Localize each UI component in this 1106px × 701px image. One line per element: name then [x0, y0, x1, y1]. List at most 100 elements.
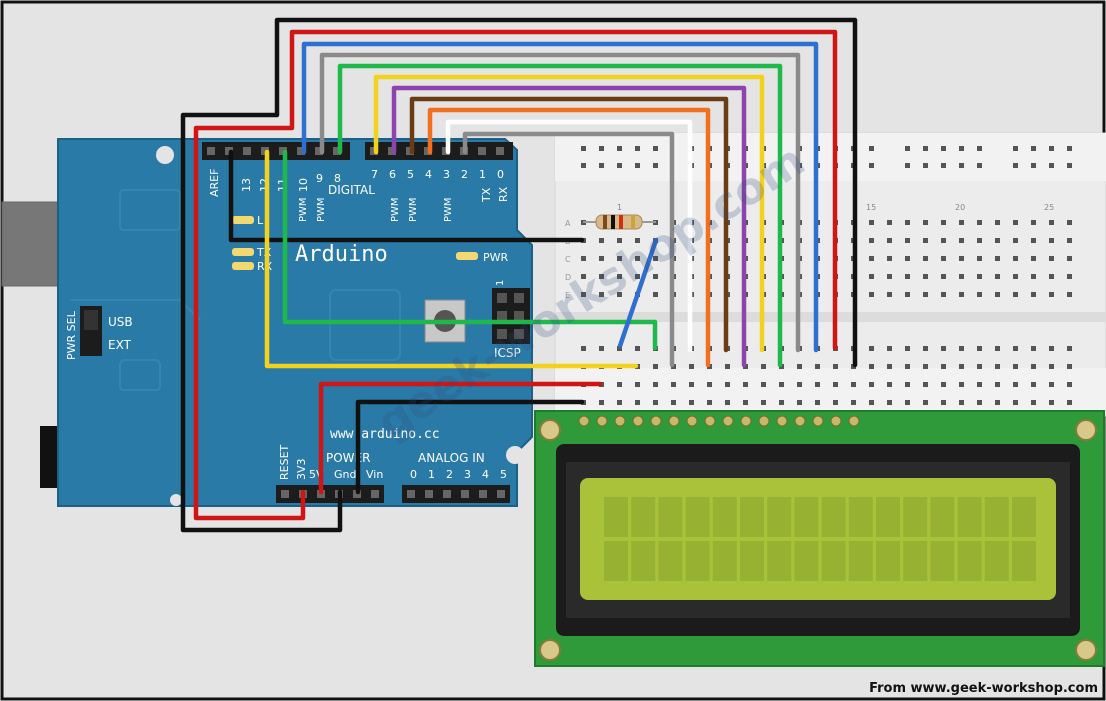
breadboard-hole — [995, 382, 1000, 387]
icsp-label: ICSP — [494, 346, 521, 360]
lcd-char-cell — [740, 497, 764, 537]
lcd-char-cell — [712, 541, 737, 581]
breadboard-hole — [761, 382, 766, 387]
digital-pin-2-label: 2 — [461, 168, 468, 181]
breadboard-hole — [599, 146, 604, 151]
lcd-pin — [812, 415, 824, 427]
reset-label: RESET — [278, 444, 291, 480]
breadboard-hole — [1049, 238, 1054, 243]
breadboard-hole — [1067, 346, 1072, 351]
digital-pin-3-label: 3 — [443, 168, 450, 181]
breadboard-hole — [1031, 238, 1036, 243]
breadboard-hole — [707, 382, 712, 387]
breadboard-hole — [941, 364, 946, 369]
header-pin — [207, 147, 215, 155]
breadboard-hole — [1049, 346, 1054, 351]
breadboard-hole — [1049, 163, 1054, 168]
lcd-char-cell — [876, 541, 900, 581]
analog-pin-2-label: 2 — [446, 468, 453, 481]
breadboard-hole — [923, 364, 928, 369]
breadboard-hole — [581, 274, 586, 279]
breadboard-hole — [1031, 146, 1036, 151]
breadboard-hole — [1031, 364, 1036, 369]
breadboard-hole — [833, 400, 838, 405]
breadboard-hole — [635, 146, 640, 151]
breadboard-hole — [887, 400, 892, 405]
breadboard-hole — [797, 400, 802, 405]
lcd-pin — [668, 415, 680, 427]
breadboard-hole — [617, 146, 622, 151]
breadboard-hole — [1013, 274, 1018, 279]
header-pin — [496, 147, 504, 155]
lcd-char-cell — [604, 541, 628, 581]
breadboard-hole — [581, 292, 586, 297]
breadboard-hole — [635, 400, 640, 405]
header-pin — [497, 490, 505, 498]
breadboard-hole — [635, 382, 640, 387]
breadboard-hole — [761, 400, 766, 405]
breadboard-hole — [833, 364, 838, 369]
breadboard-hole — [977, 238, 982, 243]
lcd-char-cell — [631, 497, 656, 537]
breadboard-hole — [815, 400, 820, 405]
breadboard-hole — [923, 292, 928, 297]
breadboard-hole — [1031, 220, 1036, 225]
breadboard-hole — [959, 382, 964, 387]
breadboard-hole — [1067, 238, 1072, 243]
digital-pin-13-label: 13 — [240, 178, 253, 192]
breadboard-hole — [599, 256, 604, 261]
breadboard-hole — [1049, 274, 1054, 279]
lcd-char-cell — [957, 497, 982, 537]
breadboard-hole — [617, 292, 622, 297]
breadboard-hole — [977, 382, 982, 387]
analog-pin-3-label: 3 — [464, 468, 471, 481]
usb-label: USB — [108, 315, 133, 329]
breadboard-hole — [851, 400, 856, 405]
breadboard-hole — [581, 346, 586, 351]
breadboard-hole — [707, 400, 712, 405]
digital-header-left — [202, 142, 350, 160]
lcd-char-cell — [1012, 497, 1036, 537]
lcd-pin — [722, 415, 734, 427]
lcd-pin — [632, 415, 644, 427]
breadboard-hole — [887, 346, 892, 351]
breadboard-hole — [1067, 220, 1072, 225]
lcd-char-cell — [631, 541, 656, 581]
breadboard-hole — [905, 256, 910, 261]
wire-red-5v-bb — [318, 381, 603, 495]
icsp-pin1-label: 1 — [495, 280, 506, 286]
analog-pin-1-label: 1 — [428, 468, 435, 481]
breadboard-hole — [905, 163, 910, 168]
breadboard-hole — [599, 238, 604, 243]
breadboard-hole — [941, 220, 946, 225]
breadboard-hole — [617, 163, 622, 168]
wire-green — [337, 63, 783, 368]
breadboard-hole — [1067, 400, 1072, 405]
breadboard-hole — [905, 292, 910, 297]
lcd-char-cell — [984, 541, 1009, 581]
lcd-pin — [776, 415, 788, 427]
breadboard-hole — [887, 220, 892, 225]
bb-row-letter-a: A — [565, 219, 571, 228]
breadboard-center-gap — [555, 312, 1106, 322]
breadboard-hole — [689, 364, 694, 369]
breadboard-hole — [995, 364, 1000, 369]
pwr-led-label: PWR — [483, 251, 509, 264]
wire-blue — [301, 41, 819, 353]
breadboard-hole — [725, 364, 730, 369]
lcd-char-cell — [984, 497, 1009, 537]
led-l — [232, 216, 254, 224]
lcd-pin — [686, 415, 698, 427]
breadboard-hole — [905, 364, 910, 369]
breadboard-hole — [977, 274, 982, 279]
led-tx — [232, 248, 254, 256]
breadboard-hole — [923, 256, 928, 261]
breadboard-hole — [905, 274, 910, 279]
breadboard-hole — [995, 346, 1000, 351]
breadboard-hole — [581, 163, 586, 168]
bb-col-number-1: 1 — [617, 203, 622, 212]
breadboard-hole — [977, 163, 982, 168]
header-pin — [243, 147, 251, 155]
breadboard-hole — [815, 364, 820, 369]
